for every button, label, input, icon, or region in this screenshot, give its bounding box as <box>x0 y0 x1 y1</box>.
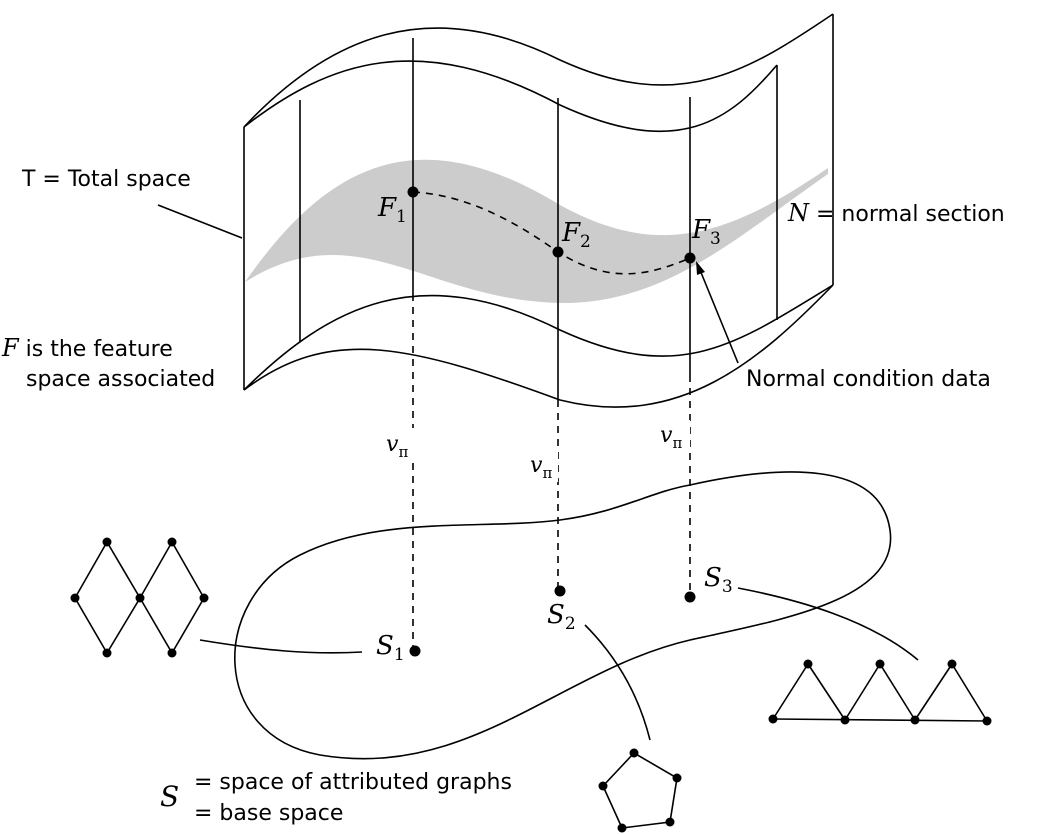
graph-node <box>982 716 992 726</box>
graph-node <box>102 537 112 547</box>
base-space-curve <box>234 471 892 760</box>
feature-space-label-line1: F is the feature <box>1 334 173 362</box>
label-s2: S2 <box>547 600 576 634</box>
base-space-label-line2: = base space <box>194 801 343 826</box>
label-f2: F2 <box>561 218 591 252</box>
graph-node <box>102 648 112 658</box>
graph-node <box>910 715 920 725</box>
surface-lower-fiber-curve <box>243 284 834 391</box>
triangle-strip-graph <box>768 659 992 726</box>
normal-section-label: N = normal section <box>787 199 1005 227</box>
graph-node <box>672 773 682 783</box>
base-space-label-line1: = space of attributed graphs <box>194 770 512 795</box>
graph-node <box>768 714 778 724</box>
double-diamond-graph <box>70 537 209 658</box>
normal-condition-arrowhead <box>696 261 705 275</box>
point-f2 <box>552 246 564 258</box>
graph-node <box>167 537 177 547</box>
point-f1 <box>407 186 419 198</box>
normal-condition-label: Normal condition data <box>746 367 991 392</box>
point-f3 <box>684 252 696 264</box>
label-s1: S1 <box>376 631 405 665</box>
normal-condition-pointer <box>699 269 739 364</box>
feature-space-label-line2: space associated <box>26 367 215 392</box>
graph-node <box>665 817 675 827</box>
surface-upper-fiber-curve <box>243 60 778 133</box>
graph-node <box>135 593 145 603</box>
projection-label-2: vπ <box>530 453 552 482</box>
label-s3: S3 <box>704 563 733 597</box>
point-s3 <box>684 591 696 603</box>
pentagon-graph <box>598 748 682 833</box>
graph-node <box>70 593 80 603</box>
total-space-surface: F1 F2 F3 <box>243 13 834 408</box>
label-f3: F3 <box>691 215 721 249</box>
total-space-label: T = Total space <box>21 167 191 192</box>
graph-node <box>617 823 627 833</box>
graph-node <box>598 781 608 791</box>
connector-s2-graph <box>584 624 651 741</box>
graph-node <box>629 748 639 758</box>
connector-s1-graph <box>199 639 363 654</box>
graph-node <box>875 659 885 669</box>
point-s1 <box>409 645 421 657</box>
total-space-pointer <box>157 204 243 239</box>
graph-node <box>803 659 813 669</box>
normal-section-band <box>245 159 828 304</box>
surface-top-edge <box>243 13 834 128</box>
graph-node <box>199 593 209 603</box>
graph-node <box>840 715 850 725</box>
point-s2 <box>554 585 566 597</box>
label-f1: F1 <box>377 193 407 227</box>
graph-node <box>167 648 177 658</box>
surface-bottom-edge <box>243 284 834 408</box>
projections: vπ vπ vπ <box>380 294 691 650</box>
projection-label-3: vπ <box>660 423 682 452</box>
projection-label-1: vπ <box>386 432 408 461</box>
graph-node <box>947 659 957 669</box>
connector-s3-graph <box>737 587 919 661</box>
base-space-symbol: S <box>160 780 179 813</box>
